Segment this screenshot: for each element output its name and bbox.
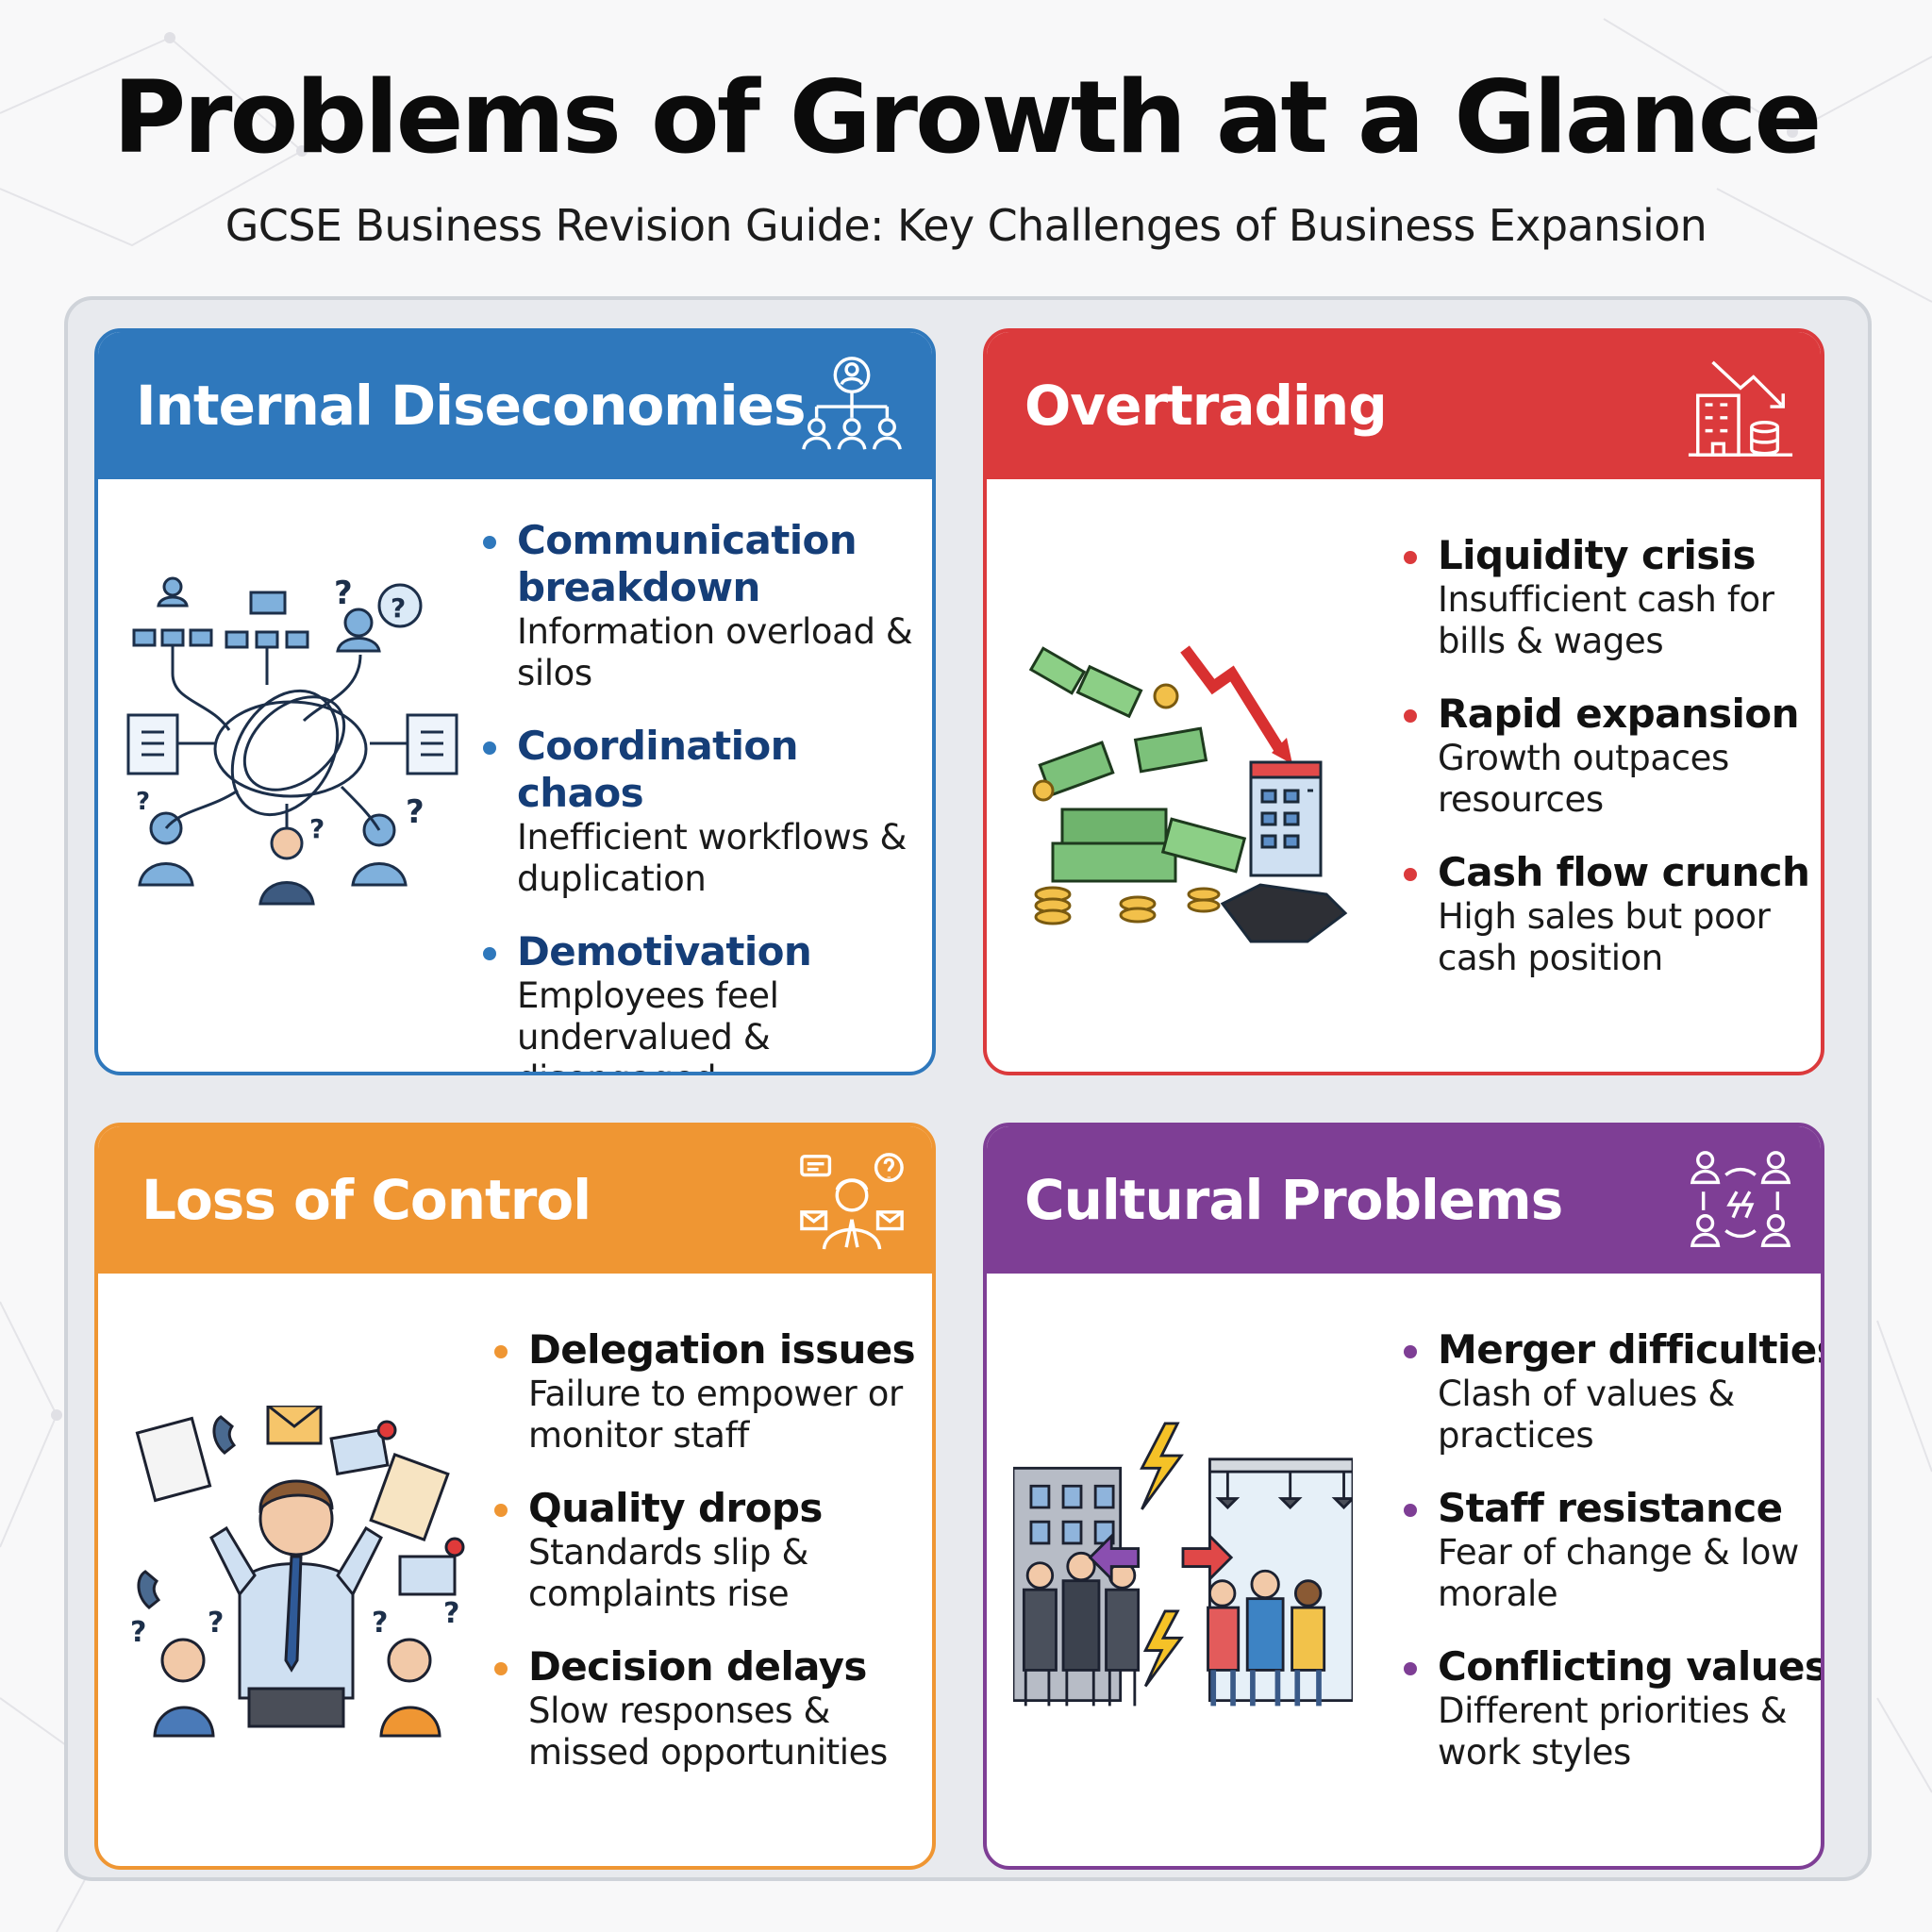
- list-item: Decision delays Slow responses & missed …: [491, 1643, 932, 1774]
- card-title: Loss of Control: [142, 1168, 591, 1232]
- page-title: Problems of Growth at a Glance: [112, 59, 1823, 175]
- card-header: Cultural Problems: [987, 1126, 1821, 1274]
- money-sinkhole-illustration: [1028, 645, 1348, 943]
- card-cultural-problems: Cultural Problems: [983, 1123, 1824, 1870]
- list-item: Coordination chaos Inefficient workflows…: [479, 723, 923, 900]
- svg-text:?: ?: [208, 1607, 224, 1640]
- item-title: Staff resistance: [1438, 1485, 1783, 1531]
- item-list: Delegation issues Failure to empower or …: [491, 1326, 932, 1802]
- svg-text:?: ?: [334, 575, 353, 612]
- bullet-dot: [483, 536, 496, 549]
- card-header: Overtrading: [987, 332, 1821, 479]
- svg-text:?: ?: [406, 793, 425, 831]
- item-title: Decision delays: [528, 1643, 867, 1690]
- bullet-dot: [494, 1662, 508, 1675]
- list-item: Merger difficulties Clash of values & pr…: [1400, 1326, 1824, 1457]
- item-title: Cash flow crunch: [1438, 849, 1810, 895]
- list-item: Staff resistance Fear of change & low mo…: [1400, 1485, 1821, 1615]
- card-title: Cultural Problems: [1024, 1168, 1563, 1232]
- page-header: Problems of Growth at a Glance GCSE Busi…: [0, 59, 1932, 252]
- culture-clash-illustration: [1013, 1422, 1353, 1707]
- item-list: Communication breakdown Information over…: [479, 517, 923, 1072]
- item-title: Conflicting values: [1438, 1643, 1824, 1690]
- item-description: Employees feel undervalued & disengaged: [517, 975, 779, 1072]
- bullet-dot: [483, 947, 496, 960]
- item-list: Liquidity crisis Insufficient cash for b…: [1400, 532, 1821, 1008]
- bullet-dot: [1404, 1345, 1417, 1358]
- team-conflict-icon: [1690, 1151, 1791, 1247]
- overwhelmed-manager-icon: [800, 1153, 904, 1250]
- list-item: Delegation issues Failure to empower or …: [491, 1326, 932, 1457]
- bullet-dot: [1404, 1504, 1417, 1517]
- bullet-dot: [1404, 551, 1417, 564]
- item-title: Merger difficulties: [1438, 1326, 1824, 1373]
- item-description: Clash of values & practices: [1438, 1374, 1735, 1456]
- bullet-dot: [494, 1345, 508, 1358]
- list-item: Conflicting values Different priorities …: [1400, 1643, 1824, 1774]
- svg-text:?: ?: [372, 1607, 388, 1640]
- svg-text:?: ?: [130, 1616, 146, 1649]
- item-description: Growth outpaces resources: [1438, 738, 1729, 820]
- item-title: Coordination chaos: [517, 723, 799, 816]
- list-item: Cash flow crunch High sales but poor cas…: [1400, 849, 1821, 979]
- list-item: Rapid expansion Growth outpaces resource…: [1400, 691, 1821, 821]
- bullet-dot: [1404, 709, 1417, 723]
- card-title: Overtrading: [1024, 374, 1388, 438]
- item-title: Demotivation: [517, 928, 812, 974]
- card-loss-of-control: Loss of Control: [94, 1123, 936, 1870]
- item-list: Merger difficulties Clash of values & pr…: [1400, 1326, 1824, 1802]
- item-title: Delegation issues: [528, 1326, 916, 1373]
- card-overtrading: Overtrading: [983, 328, 1824, 1075]
- item-description: Slow responses & missed opportunities: [528, 1690, 888, 1773]
- org-chart-icon: [802, 357, 902, 450]
- svg-text:?: ?: [136, 788, 150, 816]
- list-item: Demotivation Employees feel undervalued …: [479, 928, 923, 1072]
- svg-text:?: ?: [443, 1597, 459, 1630]
- item-title: Communication breakdown: [517, 517, 858, 610]
- item-title: Quality drops: [528, 1485, 823, 1531]
- stressed-manager-illustration: ????: [130, 1406, 465, 1738]
- page-subtitle: GCSE Business Revision Guide: Key Challe…: [225, 200, 1707, 251]
- building-falling-chart-icon: [1688, 360, 1793, 457]
- list-item: Communication breakdown Information over…: [479, 517, 923, 694]
- card-title: Internal Diseconomies: [136, 374, 806, 438]
- item-description: Standards slip & complaints rise: [528, 1532, 808, 1614]
- bullet-dot: [1404, 868, 1417, 881]
- item-description: Fear of change & low morale: [1438, 1532, 1799, 1614]
- card-header: Internal Diseconomies: [98, 332, 932, 479]
- svg-text:?: ?: [309, 813, 325, 844]
- bullet-dot: [483, 741, 496, 755]
- item-description: Different priorities & work styles: [1438, 1690, 1788, 1773]
- item-description: Inefficient workflows & duplication: [517, 817, 907, 899]
- list-item: Liquidity crisis Insufficient cash for b…: [1400, 532, 1821, 662]
- item-description: Failure to empower or monitor staff: [528, 1374, 903, 1456]
- bullet-dot: [494, 1504, 508, 1517]
- card-header: Loss of Control: [98, 1126, 932, 1274]
- bullet-dot: [1404, 1662, 1417, 1675]
- item-description: Insufficient cash for bills & wages: [1438, 579, 1774, 661]
- svg-text:?: ?: [391, 592, 406, 624]
- item-description: High sales but poor cash position: [1438, 896, 1771, 978]
- item-title: Liquidity crisis: [1438, 532, 1756, 578]
- item-title: Rapid expansion: [1438, 691, 1799, 737]
- list-item: Quality drops Standards slip & complaint…: [491, 1485, 932, 1615]
- tangled-communication-illustration: ?? ?? ?: [126, 575, 458, 906]
- item-description: Information overload & silos: [517, 611, 913, 693]
- card-internal-diseconomies: Internal Diseconomies: [94, 328, 936, 1075]
